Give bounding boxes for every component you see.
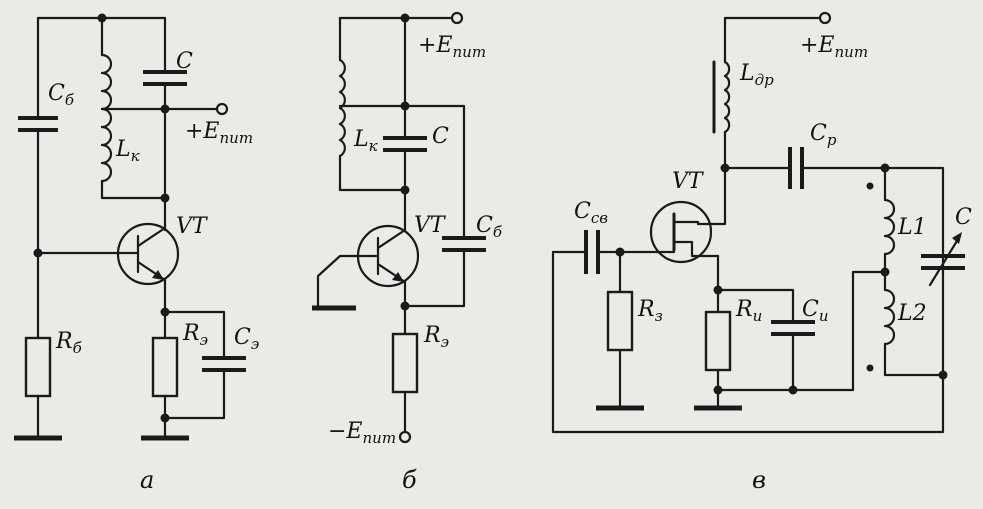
circuit-a: C Cб Lк +Eпит VT Rб Rэ Cэ а bbox=[14, 13, 259, 494]
capacitor-cb-b bbox=[442, 236, 486, 252]
circuit-b: +Eпит Lк C VT Cб Rэ −Eпит б bbox=[312, 11, 503, 494]
capacitor-csv bbox=[584, 230, 600, 274]
label-c-a: C bbox=[176, 49, 193, 74]
capacitor-c-var bbox=[921, 254, 965, 270]
label-vt-b: VT bbox=[414, 213, 447, 238]
label-ce-a: Cэ bbox=[234, 325, 259, 353]
circuit-v: +Eпит Lдр Cр VT Cсв Rз Rи Cи L1 L2 C в bbox=[551, 11, 972, 494]
inductor-lk-b-upper bbox=[338, 58, 346, 110]
label-ldr-v: Lдр bbox=[739, 61, 774, 89]
label-ri-v: Rи bbox=[735, 297, 762, 325]
label-cb-a: Cб bbox=[48, 81, 75, 109]
inductor-l1 bbox=[883, 198, 896, 256]
label-lk-a: Lк bbox=[115, 137, 140, 165]
transistor-vt-v bbox=[649, 200, 713, 264]
capacitor-ci bbox=[771, 320, 815, 336]
label-l2-v: L2 bbox=[897, 301, 927, 326]
label-re-b: Rэ bbox=[423, 323, 449, 351]
label-epit-a: +Eпит bbox=[185, 119, 253, 147]
resistor-rz bbox=[606, 290, 634, 352]
inductor-lk-upper bbox=[100, 53, 113, 129]
label-vt-a: VT bbox=[176, 214, 209, 239]
label-c-b: C bbox=[432, 124, 449, 149]
capacitor-cr bbox=[788, 147, 804, 189]
label-c-v: C bbox=[955, 205, 972, 230]
resistor-ri bbox=[704, 310, 732, 372]
label-l1-v: L1 bbox=[897, 215, 927, 240]
capacitor-c-b bbox=[383, 136, 427, 152]
transistor-vt-a bbox=[116, 222, 180, 286]
caption-v: в bbox=[752, 466, 766, 494]
label-cb-b: Cб bbox=[476, 213, 503, 241]
label-csv-v: Cсв bbox=[574, 199, 608, 227]
resistor-re-b bbox=[391, 332, 419, 394]
inductor-lk-lower bbox=[100, 125, 113, 183]
resistor-rb bbox=[24, 336, 52, 398]
capacitor-cb bbox=[18, 116, 58, 132]
inductor-l2 bbox=[883, 288, 896, 346]
inductor-ldr bbox=[723, 60, 731, 134]
label-vt-v: VT bbox=[672, 169, 705, 194]
label-lk-b: Lк bbox=[353, 127, 378, 155]
label-cr-v: Cр bbox=[810, 121, 837, 149]
capacitor-ce bbox=[202, 356, 246, 372]
label-epit-neg-b: −Eпит bbox=[328, 419, 396, 447]
label-rz-v: Rз bbox=[637, 297, 663, 325]
label-re-a: Rэ bbox=[182, 321, 208, 349]
label-epit-pos-b: +Eпит bbox=[418, 33, 486, 61]
label-ci-v: Cи bbox=[802, 297, 829, 325]
caption-b: б bbox=[402, 466, 417, 494]
resistor-re bbox=[151, 336, 179, 398]
label-epit-v: +Eпит bbox=[800, 33, 868, 61]
label-rb-a: Rб bbox=[55, 329, 83, 357]
inductor-lk-b-lower bbox=[338, 106, 346, 158]
caption-a: а bbox=[140, 466, 154, 494]
